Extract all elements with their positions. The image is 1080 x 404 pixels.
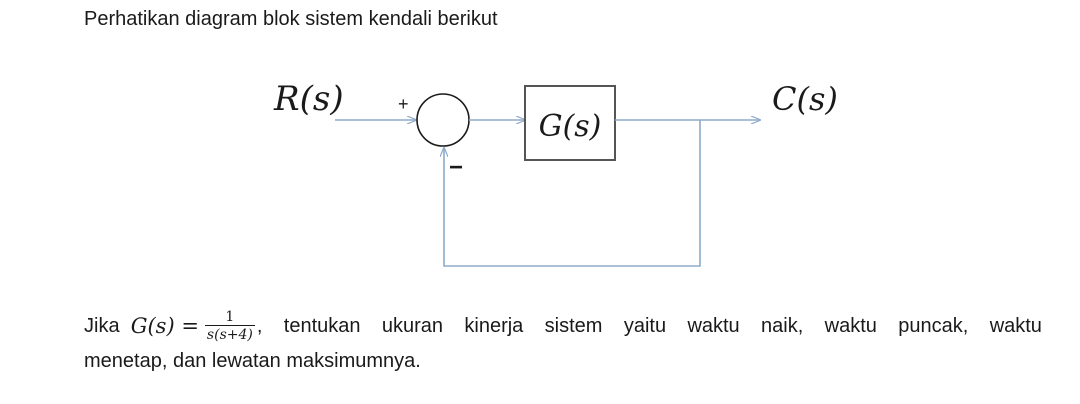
word: waktu bbox=[824, 315, 877, 337]
intro-text: Perhatikan diagram blok sistem kendali b… bbox=[84, 8, 498, 30]
word-jika: Jika bbox=[84, 315, 120, 337]
word: kinerja bbox=[464, 315, 524, 337]
fraction-numerator: 1 bbox=[225, 309, 235, 325]
word: ukuran bbox=[381, 315, 444, 337]
output-label: C(s) bbox=[772, 80, 838, 118]
fraction: 1 s(s+4) bbox=[204, 309, 255, 343]
question-start: Jika G(s) = 1 s(s+4) , bbox=[84, 309, 262, 343]
input-label: R(s) bbox=[273, 79, 344, 119]
block-diagram: R(s) C(s) G(s) + − bbox=[273, 79, 838, 267]
question-paragraph: Jika G(s) = 1 s(s+4) , tentukan ukuran k… bbox=[84, 304, 1042, 378]
comma: , bbox=[256, 315, 263, 337]
word: yaitu bbox=[623, 315, 667, 337]
plus-sign: + bbox=[398, 94, 409, 114]
block-label: G(s) bbox=[539, 109, 602, 144]
word: waktu bbox=[687, 315, 740, 337]
word: puncak, bbox=[898, 315, 969, 337]
transfer-function-block bbox=[524, 85, 616, 161]
word: waktu bbox=[989, 315, 1042, 337]
word: naik, bbox=[761, 315, 804, 337]
summing-junction bbox=[416, 93, 470, 147]
word: sistem bbox=[544, 315, 603, 337]
question-line-1: Jika G(s) = 1 s(s+4) , tentukan ukuran k… bbox=[84, 304, 1042, 348]
word: tentukan bbox=[283, 315, 361, 337]
question-line-2: menetap, dan lewatan maksimumnya. bbox=[84, 350, 421, 372]
fraction-denominator: s(s+4) bbox=[204, 325, 255, 343]
transfer-function-lhs: G(s) = bbox=[130, 314, 199, 338]
feedback-line bbox=[444, 120, 701, 267]
minus-sign: − bbox=[449, 154, 463, 181]
